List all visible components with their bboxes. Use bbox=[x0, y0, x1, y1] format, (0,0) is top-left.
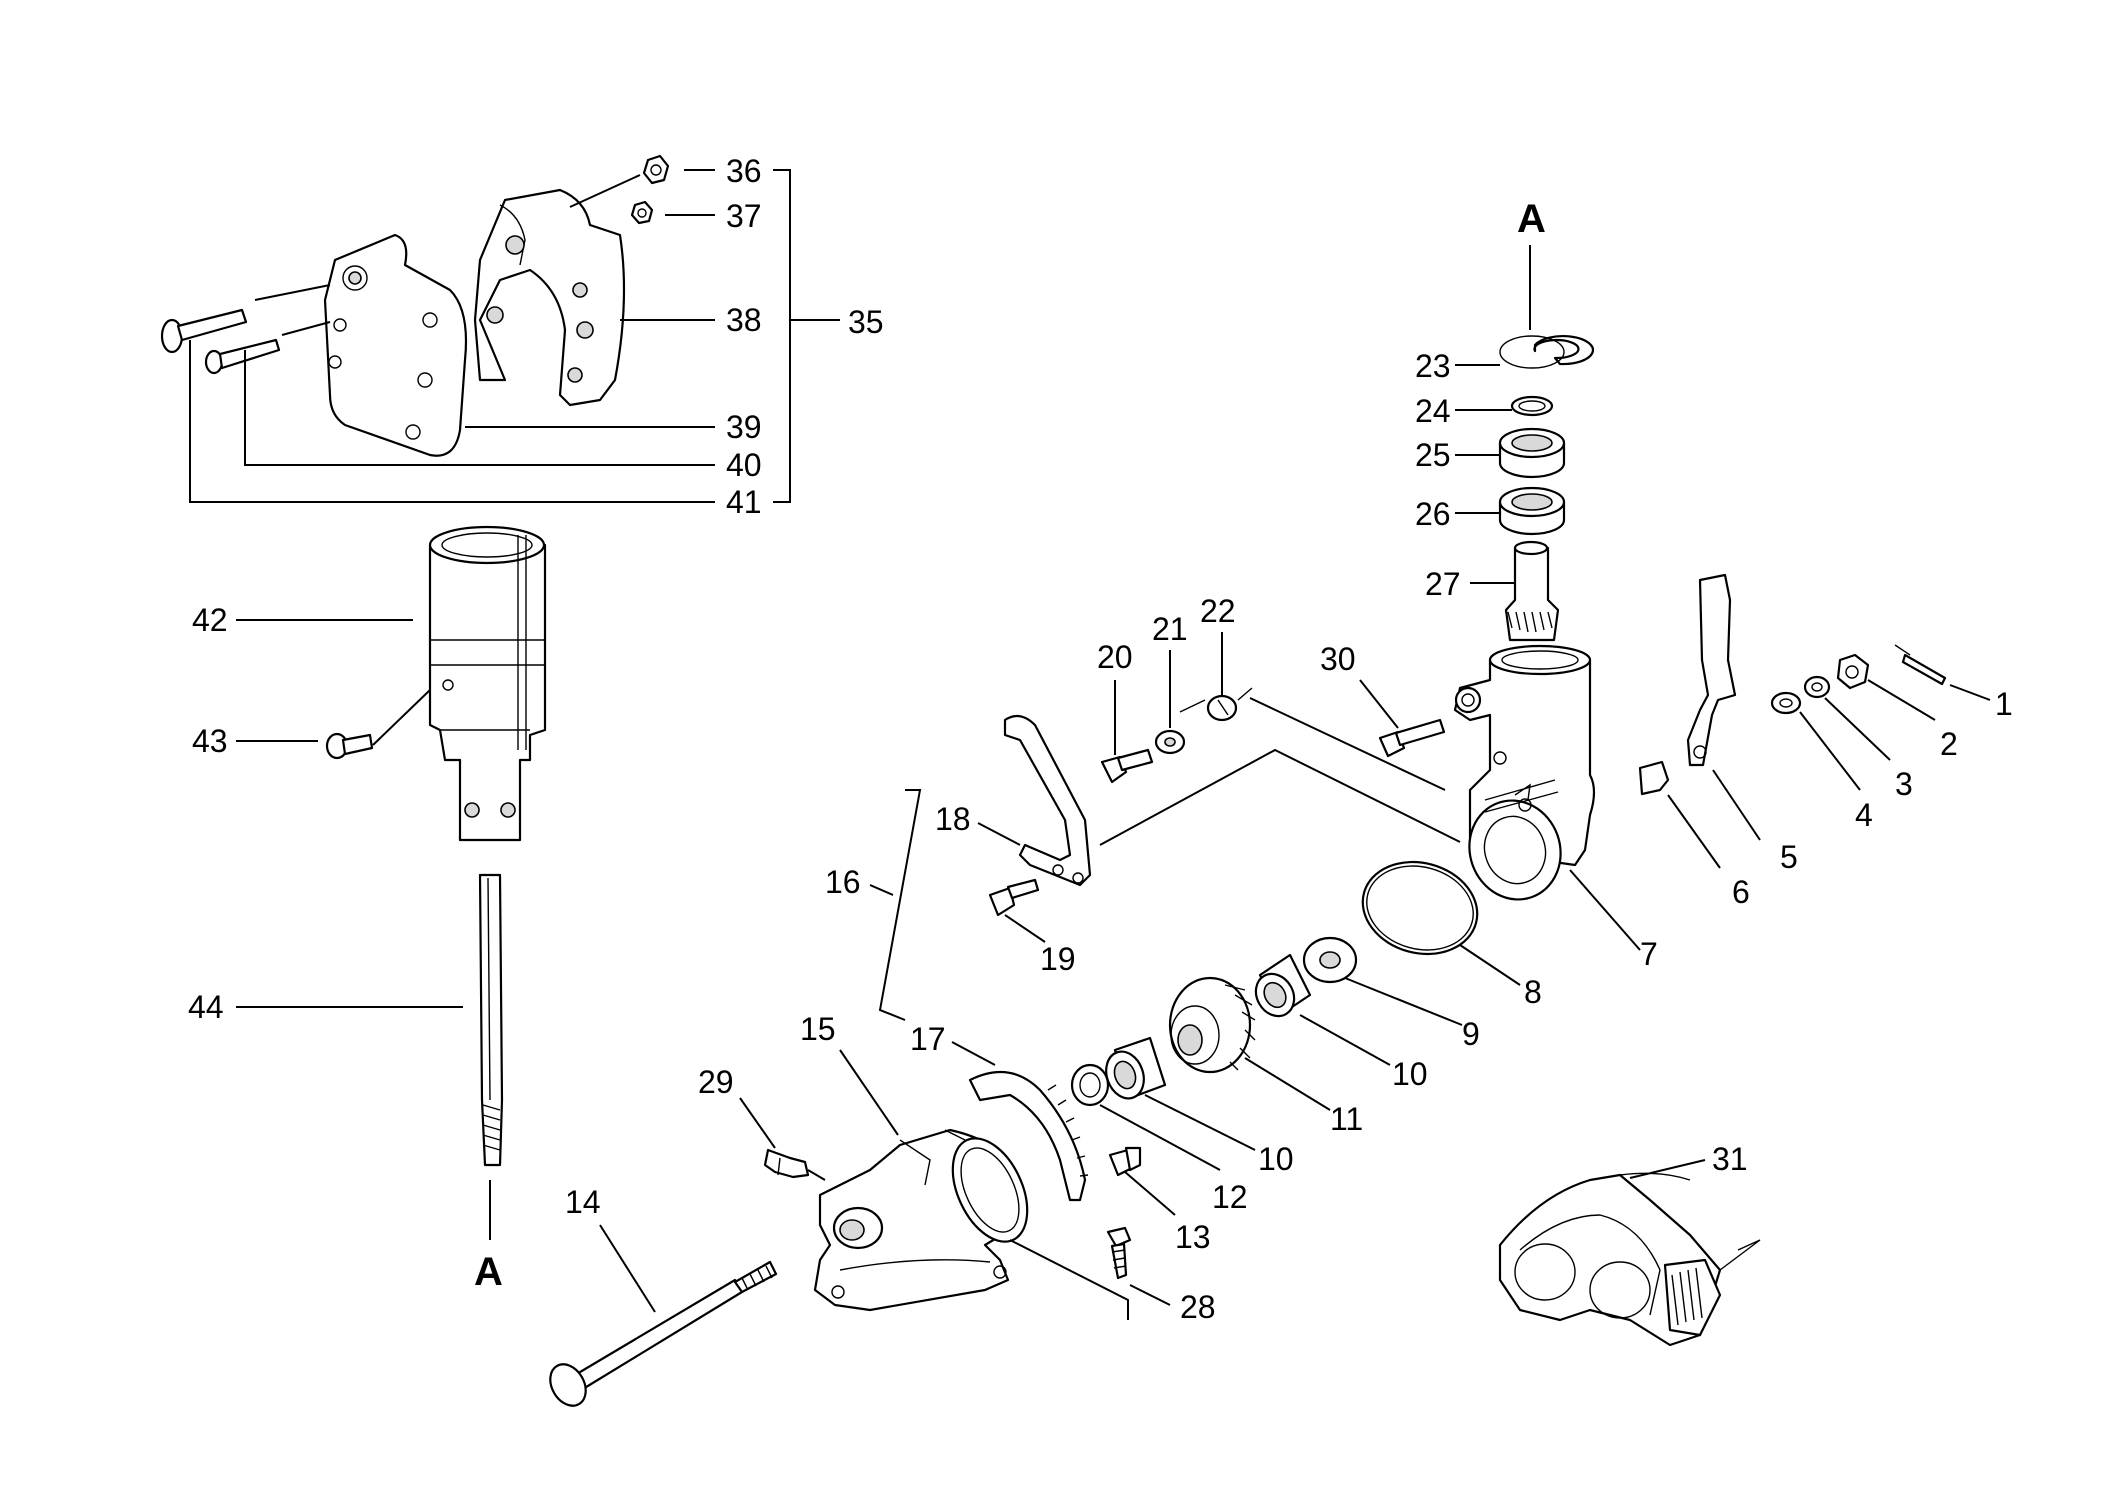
label-26: 26 bbox=[1415, 496, 1451, 532]
label-40: 40 bbox=[726, 447, 762, 483]
shaft-sleeve-42 bbox=[428, 525, 547, 842]
label-25: 25 bbox=[1415, 437, 1451, 473]
label-39: 39 bbox=[726, 409, 762, 445]
drive-shaft-44 bbox=[478, 873, 504, 1167]
screw-43 bbox=[325, 732, 374, 760]
label-11: 11 bbox=[1330, 1101, 1363, 1137]
label-6: 6 bbox=[1732, 874, 1750, 910]
label-24: 24 bbox=[1415, 393, 1451, 429]
washer-4 bbox=[1770, 691, 1802, 715]
bolt-20 bbox=[1100, 748, 1154, 784]
washer-12 bbox=[1070, 1063, 1110, 1107]
washer-9 bbox=[1302, 936, 1358, 984]
bearing-10-lower bbox=[1105, 1036, 1167, 1100]
label-12: 12 bbox=[1212, 1179, 1248, 1215]
gear-segment-17 bbox=[968, 1070, 1089, 1202]
label-18: 18 bbox=[935, 801, 971, 837]
label-28: 28 bbox=[1180, 1289, 1216, 1325]
label-22: 22 bbox=[1200, 593, 1236, 629]
screw-13 bbox=[1108, 1146, 1142, 1177]
axle-rod-14 bbox=[549, 1260, 778, 1407]
safety-goggles-31 bbox=[1498, 1172, 1761, 1347]
spring-washer-3 bbox=[1803, 675, 1831, 699]
label-2: 2 bbox=[1940, 726, 1958, 762]
label-38: 38 bbox=[726, 302, 762, 338]
label-23: 23 bbox=[1415, 348, 1451, 384]
label-27: 27 bbox=[1425, 566, 1461, 602]
washer-21 bbox=[1154, 729, 1186, 755]
clamp-assembly bbox=[160, 154, 840, 503]
grease-fitting-29 bbox=[763, 1148, 810, 1179]
ref-a-bottom: A bbox=[474, 1250, 503, 1294]
bolt-40 bbox=[204, 338, 281, 375]
label-10-lower: 10 bbox=[1258, 1141, 1294, 1177]
gear-housing-7 bbox=[1453, 644, 1596, 901]
label-10-upper: 10 bbox=[1392, 1056, 1428, 1092]
pin-1 bbox=[1894, 644, 1947, 686]
bolt-41 bbox=[160, 308, 248, 354]
label-14: 14 bbox=[565, 1184, 601, 1220]
label-31: 31 bbox=[1712, 1141, 1748, 1177]
bolt-19 bbox=[988, 878, 1040, 917]
label-42: 42 bbox=[192, 602, 228, 638]
fitting-22 bbox=[1179, 687, 1253, 722]
label-16: 16 bbox=[825, 864, 861, 900]
label-1: 1 bbox=[1995, 686, 2013, 722]
label-19: 19 bbox=[1040, 941, 1076, 977]
handle-lever-5 bbox=[1686, 573, 1737, 767]
label-41: 41 bbox=[726, 484, 762, 520]
label-5: 5 bbox=[1780, 839, 1798, 875]
label-37: 37 bbox=[726, 198, 762, 234]
label-9: 9 bbox=[1462, 1016, 1480, 1052]
bolt-30 bbox=[1378, 718, 1446, 758]
stack-parts-23-27 bbox=[1498, 334, 1595, 642]
label-29: 29 bbox=[698, 1064, 734, 1100]
label-21: 21 bbox=[1152, 611, 1188, 647]
clip-6 bbox=[1638, 760, 1670, 796]
gear-case-15 bbox=[813, 1128, 1029, 1312]
label-35: 35 bbox=[848, 304, 884, 340]
label-3: 3 bbox=[1895, 766, 1913, 802]
label-7: 7 bbox=[1640, 936, 1658, 972]
label-8: 8 bbox=[1524, 974, 1542, 1010]
label-13: 13 bbox=[1175, 1219, 1211, 1255]
bearing-10-upper bbox=[1254, 953, 1312, 1018]
bevel-gear-11 bbox=[1168, 976, 1256, 1074]
label-20: 20 bbox=[1097, 639, 1133, 675]
label-36: 36 bbox=[726, 153, 762, 189]
label-30: 30 bbox=[1320, 641, 1356, 677]
screw-28 bbox=[1106, 1226, 1132, 1280]
ref-a-top: A bbox=[1517, 197, 1546, 241]
lever-arm-18 bbox=[1003, 714, 1092, 887]
label-4: 4 bbox=[1855, 797, 1873, 833]
label-17: 17 bbox=[910, 1021, 946, 1057]
label-43: 43 bbox=[192, 723, 228, 759]
o-ring-8 bbox=[1361, 860, 1479, 956]
label-44: 44 bbox=[188, 989, 224, 1025]
label-15: 15 bbox=[800, 1011, 836, 1047]
nut-2 bbox=[1836, 653, 1870, 690]
